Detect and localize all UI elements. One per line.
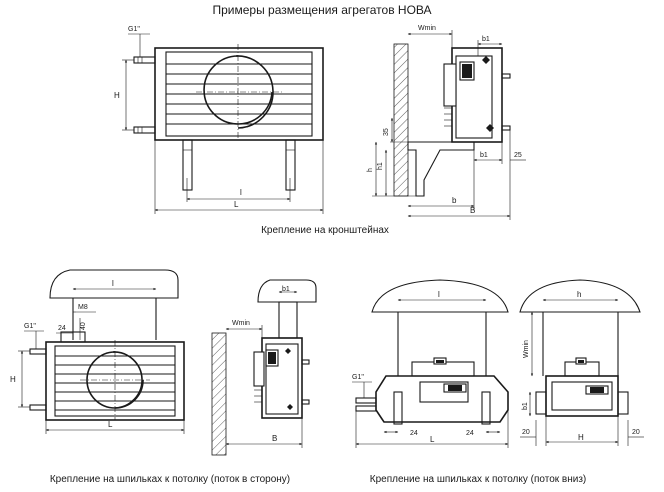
dim-35-label: 35 bbox=[383, 128, 390, 136]
dim-wmin-label-3: Wmin bbox=[523, 340, 530, 358]
g1-label-3: G1" bbox=[352, 374, 364, 381]
dim-L-label-2: L bbox=[108, 420, 113, 429]
dim-l-label: l bbox=[240, 188, 242, 197]
dim-H-label: H bbox=[114, 91, 120, 100]
studs-side-side-view: b1 Wmin B bbox=[211, 279, 317, 456]
dim-L-label-3: L bbox=[430, 435, 435, 444]
studs-down-side-view: h Wmin b1 20 20 H bbox=[519, 279, 644, 446]
dim-b1-label-2: b1 bbox=[282, 286, 290, 293]
studs-down-front-view: l G1" 24 24 L bbox=[352, 279, 509, 448]
dim-l-label-2: l bbox=[112, 279, 114, 288]
studs-side-front-view: l M8 40 24 G1" bbox=[10, 269, 185, 434]
caption-down-flow: Крепление на шпильках к потолку (поток в… bbox=[370, 474, 587, 485]
m8-label: M8 bbox=[78, 304, 88, 311]
dim-B-label-2: B bbox=[272, 434, 277, 443]
dim-20-label-right: 20 bbox=[632, 429, 640, 436]
dim-b1-bottom-label: b1 bbox=[480, 152, 488, 159]
dim-wmin-label-2: Wmin bbox=[232, 320, 250, 327]
dim-L-label: L bbox=[234, 200, 239, 209]
dim-h1-label: h1 bbox=[377, 162, 384, 170]
dim-h-label: h bbox=[367, 168, 374, 172]
dim-l-label-3: l bbox=[438, 290, 440, 299]
g1-label-2: G1" bbox=[24, 323, 36, 330]
dim-b-label: b bbox=[452, 196, 457, 205]
dim-24-label-right: 24 bbox=[466, 430, 474, 437]
page-title: Примеры размещения агрегатов НОВА bbox=[212, 3, 431, 17]
dim-b1-label-3: b1 bbox=[522, 402, 529, 410]
caption-bracket: Крепление на кронштейнах bbox=[261, 225, 389, 236]
dim-40-label: 40 bbox=[80, 322, 87, 330]
caption-side-flow: Крепление на шпильках к потолку (поток в… bbox=[50, 474, 290, 485]
dim-20-label-left: 20 bbox=[522, 429, 530, 436]
bracket-side-view: Wmin b1 b1 25 35 h h1 b B bbox=[367, 25, 526, 220]
dim-B-label: B bbox=[470, 206, 475, 215]
bracket-front-view: G1" H l L bbox=[114, 26, 324, 214]
dim-H-label-3: H bbox=[578, 433, 584, 442]
dim-wmin-label: Wmin bbox=[418, 25, 436, 32]
dim-H-label-2: H bbox=[10, 375, 16, 384]
dim-24-label-left: 24 bbox=[410, 430, 418, 437]
dim-b1-top-label: b1 bbox=[482, 36, 490, 43]
g1-label: G1" bbox=[128, 26, 140, 33]
dim-h-label-2: h bbox=[577, 290, 581, 299]
dim-24-label: 24 bbox=[58, 325, 66, 332]
dim-25-label: 25 bbox=[514, 152, 522, 159]
